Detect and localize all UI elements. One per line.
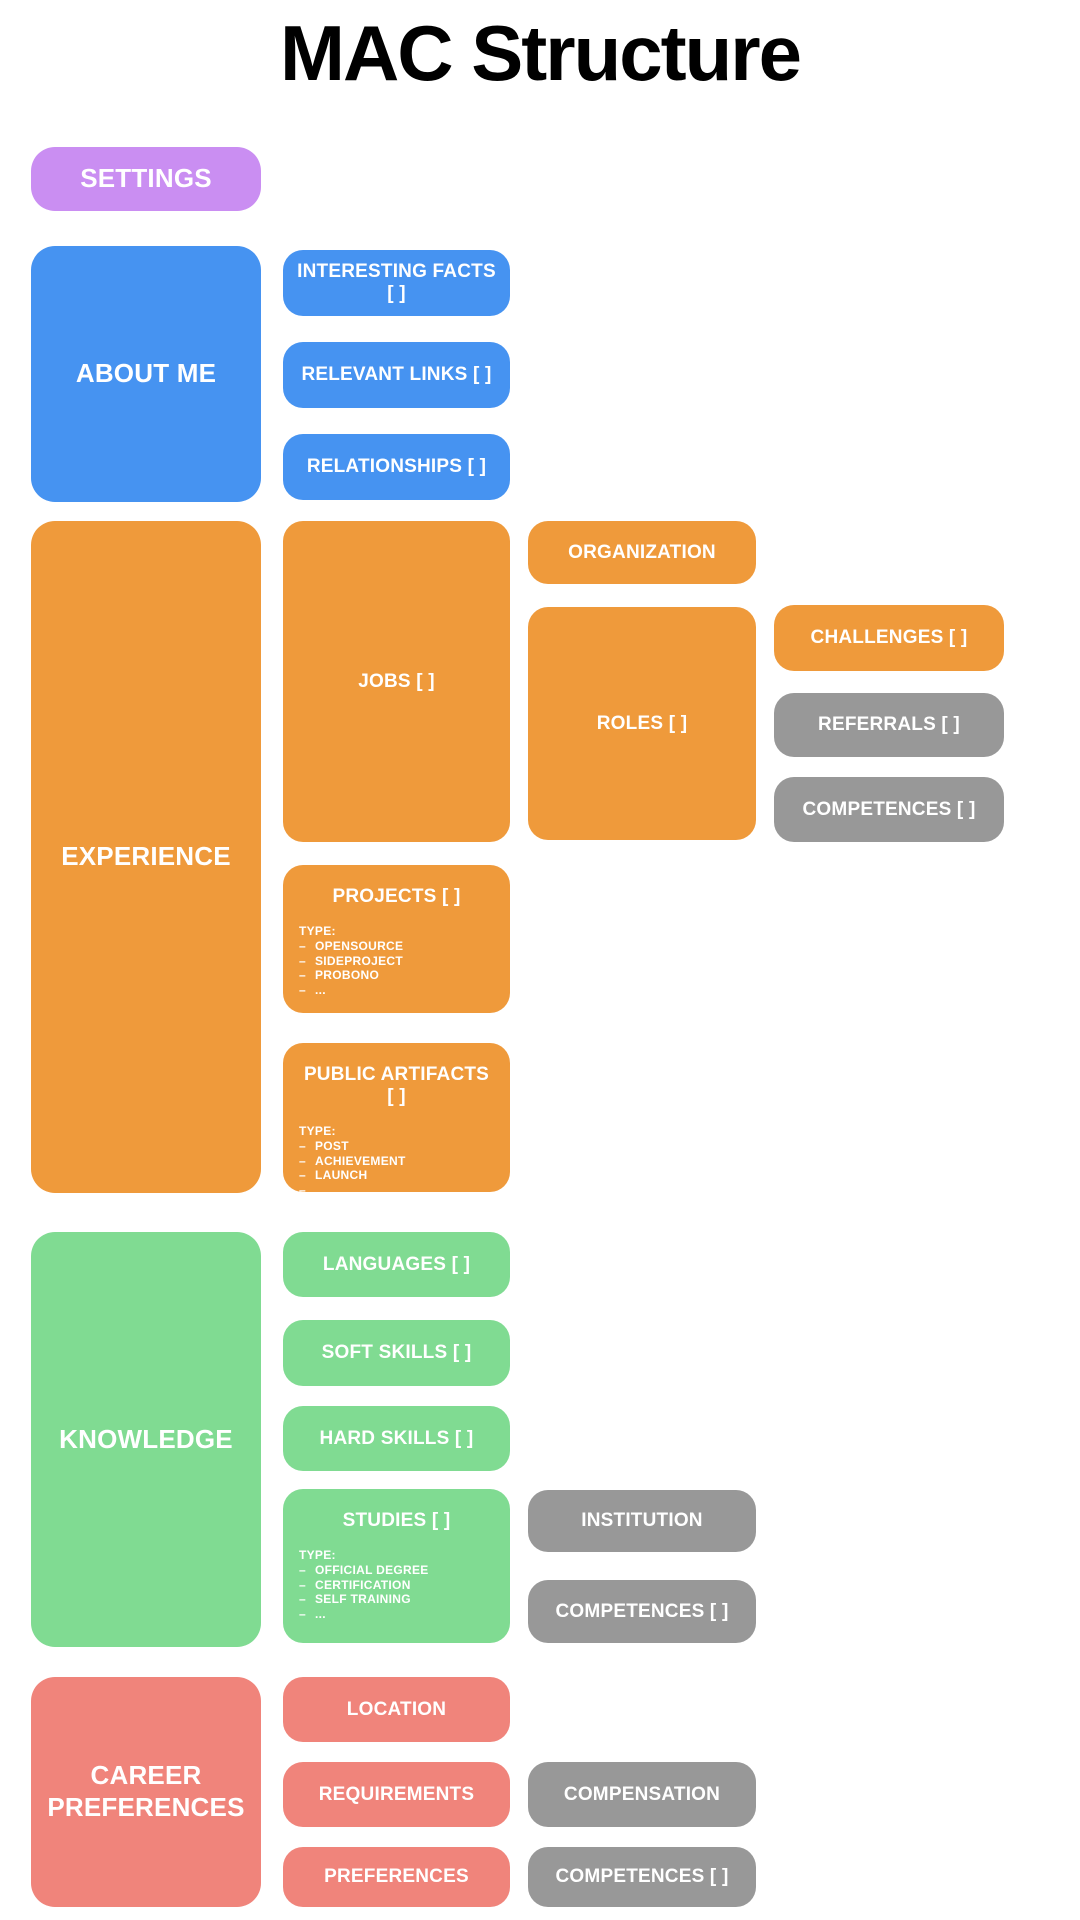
bullet: – bbox=[299, 1562, 306, 1577]
node-knowledge-label: KNOWLEDGE bbox=[59, 1423, 233, 1454]
node-settings-label: SETTINGS bbox=[80, 163, 212, 194]
type-item-label: SELF TRAINING bbox=[314, 1592, 411, 1607]
node-jobs-label: JOBS [ ] bbox=[358, 670, 435, 692]
bullet: – bbox=[299, 953, 306, 968]
type-item-label: POST bbox=[314, 1138, 349, 1153]
node-hard-skills[interactable]: HARD SKILLS [ ] bbox=[283, 1406, 510, 1471]
type-heading: TYPE: bbox=[299, 924, 336, 938]
node-roles[interactable]: ROLES [ ] bbox=[528, 607, 756, 840]
node-career-preferences[interactable]: CAREER PREFERENCES bbox=[31, 1677, 261, 1907]
node-settings[interactable]: SETTINGS bbox=[31, 147, 261, 211]
type-heading: TYPE: bbox=[299, 1124, 336, 1138]
type-item: – POST bbox=[299, 1139, 494, 1154]
node-institution[interactable]: INSTITUTION bbox=[528, 1490, 756, 1552]
node-studies[interactable]: STUDIES [ ] TYPE: – OFFICIAL DEGREE – CE… bbox=[283, 1489, 510, 1643]
type-item: – ... bbox=[299, 1183, 494, 1198]
type-item-label: ACHIEVEMENT bbox=[314, 1153, 406, 1168]
type-item: – CERTIFICATION bbox=[299, 1578, 494, 1593]
type-item: – LAUNCH bbox=[299, 1168, 494, 1183]
bullet: – bbox=[299, 938, 306, 953]
bullet: – bbox=[299, 983, 306, 998]
bullet: – bbox=[299, 1138, 306, 1153]
node-roles-competences-label: COMPETENCES [ ] bbox=[802, 798, 976, 820]
node-requirements-competences-label: COMPETENCES [ ] bbox=[555, 1866, 729, 1887]
node-institution-label: INSTITUTION bbox=[581, 1510, 703, 1531]
node-career-preferences-label: CAREER PREFERENCES bbox=[47, 1760, 245, 1822]
node-referrals[interactable]: REFERRALS [ ] bbox=[774, 693, 1004, 757]
projects-type-list: TYPE: – OPENSOURCE – SIDEPROJECT – PROBO… bbox=[299, 924, 494, 998]
node-studies-competences-label: COMPETENCES [ ] bbox=[555, 1600, 729, 1622]
type-item-label: CERTIFICATION bbox=[314, 1577, 411, 1592]
node-location[interactable]: LOCATION bbox=[283, 1677, 510, 1742]
bullet: – bbox=[299, 1153, 306, 1168]
node-roles-label: ROLES [ ] bbox=[596, 712, 688, 734]
node-requirements-label: REQUIREMENTS bbox=[318, 1783, 475, 1805]
type-item-label: ... bbox=[314, 1607, 326, 1622]
node-languages-label: LANGUAGES [ ] bbox=[322, 1253, 471, 1275]
node-studies-label: STUDIES [ ] bbox=[342, 1510, 451, 1531]
type-item: – ... bbox=[299, 1607, 494, 1622]
bullet: – bbox=[299, 1577, 306, 1592]
type-item: – ... bbox=[299, 983, 494, 998]
type-item: – ACHIEVEMENT bbox=[299, 1154, 494, 1169]
node-organization[interactable]: ORGANIZATION bbox=[528, 521, 756, 584]
node-projects[interactable]: PROJECTS [ ] TYPE: – OPENSOURCE – SIDEPR… bbox=[283, 865, 510, 1013]
node-projects-label: PROJECTS [ ] bbox=[332, 886, 461, 907]
node-relevant-links[interactable]: RELEVANT LINKS [ ] bbox=[283, 342, 510, 408]
node-preferences[interactable]: PREFERENCES bbox=[283, 1847, 510, 1907]
node-experience-label: EXPERIENCE bbox=[61, 841, 231, 872]
node-studies-competences[interactable]: COMPETENCES [ ] bbox=[528, 1580, 756, 1643]
bullet: – bbox=[299, 1168, 306, 1183]
type-item: – OFFICIAL DEGREE bbox=[299, 1563, 494, 1578]
node-referrals-label: REFERRALS [ ] bbox=[818, 714, 960, 735]
node-interesting-facts-label: INTERESTING FACTS [ ] bbox=[297, 261, 496, 304]
type-item-label: SIDEPROJECT bbox=[314, 953, 403, 968]
page-title: MAC Structure bbox=[279, 9, 802, 97]
node-roles-competences[interactable]: COMPETENCES [ ] bbox=[774, 777, 1004, 842]
node-soft-skills-label: SOFT SKILLS [ ] bbox=[321, 1342, 472, 1363]
node-relevant-links-label: RELEVANT LINKS [ ] bbox=[301, 364, 492, 385]
node-location-label: LOCATION bbox=[346, 1698, 447, 1720]
type-item-label: LAUNCH bbox=[314, 1168, 368, 1183]
node-requirements[interactable]: REQUIREMENTS bbox=[283, 1762, 510, 1827]
type-item-label: OPENSOURCE bbox=[314, 938, 404, 953]
node-preferences-label: PREFERENCES bbox=[324, 1866, 469, 1887]
type-heading: TYPE: bbox=[299, 1548, 336, 1562]
type-item: – SELF TRAINING bbox=[299, 1592, 494, 1607]
type-item: – OPENSOURCE bbox=[299, 939, 494, 954]
node-compensation[interactable]: COMPENSATION bbox=[528, 1762, 756, 1827]
node-hard-skills-label: HARD SKILLS [ ] bbox=[319, 1427, 474, 1449]
type-item-label: PROBONO bbox=[314, 968, 380, 983]
node-compensation-label: COMPENSATION bbox=[563, 1783, 721, 1805]
node-challenges[interactable]: CHALLENGES [ ] bbox=[774, 605, 1004, 671]
node-experience[interactable]: EXPERIENCE bbox=[31, 521, 261, 1193]
node-languages[interactable]: LANGUAGES [ ] bbox=[283, 1232, 510, 1297]
node-jobs[interactable]: JOBS [ ] bbox=[283, 521, 510, 842]
node-relationships-label: RELATIONSHIPS [ ] bbox=[306, 456, 487, 477]
type-item-label: OFFICIAL DEGREE bbox=[314, 1562, 429, 1577]
node-organization-label: ORGANIZATION bbox=[568, 541, 716, 563]
type-item-label: ... bbox=[314, 1183, 326, 1198]
bullet: – bbox=[299, 968, 306, 983]
bullet: – bbox=[299, 1183, 306, 1198]
node-requirements-competences[interactable]: COMPETENCES [ ] bbox=[528, 1847, 756, 1907]
node-public-artifacts-label: PUBLIC ARTIFACTS [ ] bbox=[303, 1064, 490, 1107]
bullet: – bbox=[299, 1592, 306, 1607]
node-about-me-label: ABOUT ME bbox=[75, 358, 217, 389]
node-soft-skills[interactable]: SOFT SKILLS [ ] bbox=[283, 1320, 510, 1386]
node-knowledge[interactable]: KNOWLEDGE bbox=[31, 1232, 261, 1647]
studies-type-list: TYPE: – OFFICIAL DEGREE – CERTIFICATION … bbox=[299, 1548, 494, 1622]
type-item: – PROBONO bbox=[299, 968, 494, 983]
node-challenges-label: CHALLENGES [ ] bbox=[810, 627, 968, 648]
type-item-label: ... bbox=[314, 983, 326, 998]
type-item: – SIDEPROJECT bbox=[299, 954, 494, 969]
public-artifacts-type-list: TYPE: – POST – ACHIEVEMENT – LAUNCH – ..… bbox=[299, 1124, 494, 1198]
node-public-artifacts[interactable]: PUBLIC ARTIFACTS [ ] TYPE: – POST – ACHI… bbox=[283, 1043, 510, 1197]
bullet: – bbox=[299, 1607, 306, 1622]
node-about-me[interactable]: ABOUT ME bbox=[31, 246, 261, 502]
node-relationships[interactable]: RELATIONSHIPS [ ] bbox=[283, 434, 510, 500]
node-interesting-facts[interactable]: INTERESTING FACTS [ ] bbox=[283, 250, 510, 316]
